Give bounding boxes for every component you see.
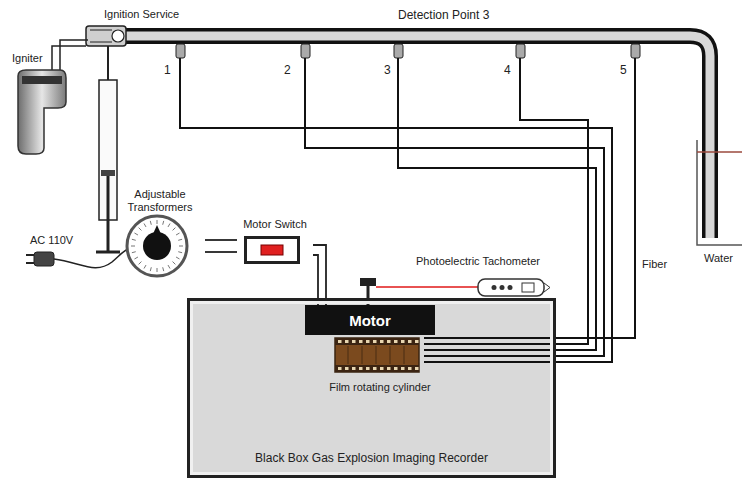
callout-number: 2: [284, 64, 291, 77]
recorder-box: Black Box Gas Explosion Imaging Recorder…: [187, 298, 556, 478]
part-label: Detection Point 3: [398, 9, 489, 22]
wire-line: [205, 239, 237, 241]
callout-number: 5: [620, 64, 627, 77]
callout-number: 1: [164, 64, 171, 77]
power-wire: [205, 240, 237, 252]
part-label: Ignition Service: [104, 8, 179, 21]
part-label: Igniter: [12, 52, 43, 65]
node-label: Motor Switch: [237, 218, 313, 231]
part-label: Photoelectric Tachometer: [416, 255, 540, 268]
node-label: Film rotating cylinder: [312, 381, 448, 394]
gas-syringe: [96, 46, 120, 252]
recorder-ground: [190, 298, 553, 478]
callout-number: 4: [504, 64, 511, 77]
water-beaker: [697, 140, 742, 245]
motor-box: Motor: [305, 305, 435, 335]
motor-switch: Motor Switch: [237, 218, 313, 264]
detection-sensors: [176, 44, 640, 58]
ignition-device: [86, 26, 126, 46]
node-label: Adjustable Transformers: [115, 188, 205, 214]
node-label: Black Box Gas Explosion Imaging Recorder: [190, 451, 553, 465]
part-label: Fiber: [642, 258, 667, 271]
wire-line: [313, 245, 326, 305]
transformer-dial: [115, 214, 199, 278]
switch-body: [244, 236, 300, 264]
film-cylinder: [334, 337, 420, 373]
explosion-pipe: [124, 36, 710, 238]
ac-plug: [26, 248, 130, 268]
wire-line: [205, 251, 237, 253]
part-label: AC 110V: [30, 234, 73, 247]
adjustable-transformer: Adjustable Transformers: [115, 188, 205, 278]
node-label: Motor: [349, 312, 391, 329]
optical-fibers: [180, 58, 635, 362]
film-cylinder-node: Film rotating cylinder: [312, 337, 448, 403]
power-wire: [313, 245, 326, 305]
callout-number: 3: [384, 64, 391, 77]
part-label: Water: [704, 252, 733, 265]
